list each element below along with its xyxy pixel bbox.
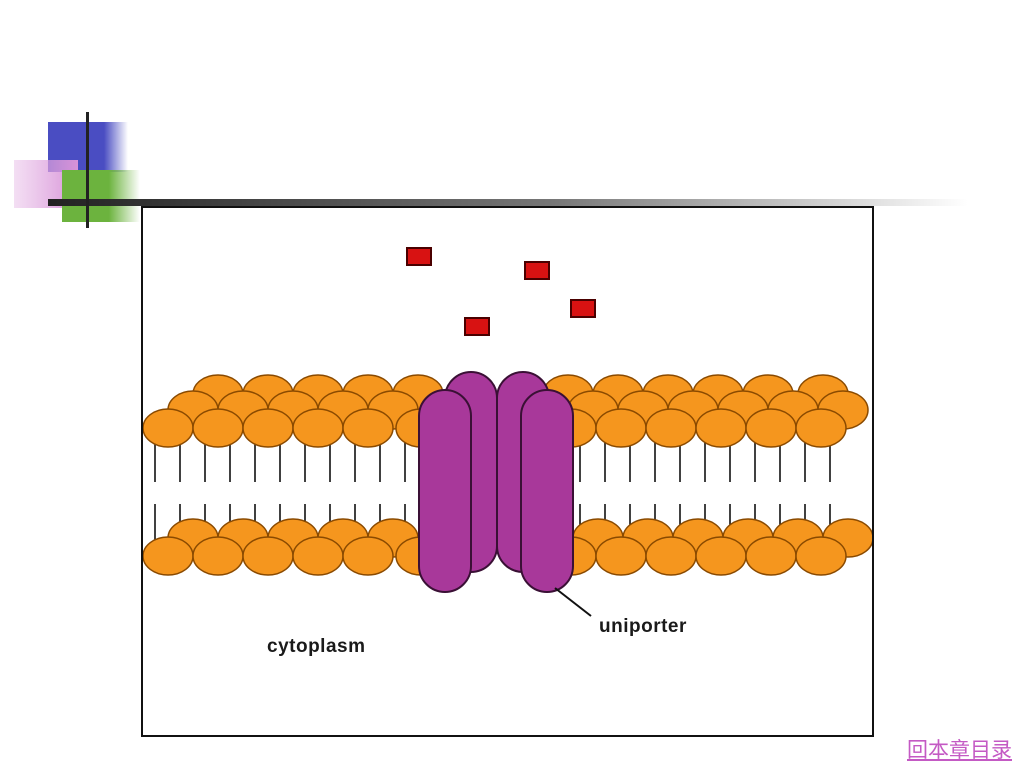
solute-particle-icon bbox=[464, 317, 490, 336]
solute-particle-icon bbox=[570, 299, 596, 318]
uniporter-subunit bbox=[418, 389, 472, 593]
lipid-head bbox=[192, 408, 244, 448]
lipid-head bbox=[342, 408, 394, 448]
lipid-head bbox=[242, 536, 294, 576]
lipid-head bbox=[192, 536, 244, 576]
lipid-head bbox=[242, 408, 294, 448]
solute-particle-icon bbox=[406, 247, 432, 266]
cytoplasm-label: cytoplasm bbox=[267, 636, 365, 657]
slide-corner-decoration-icon bbox=[14, 112, 968, 228]
lipid-head bbox=[342, 536, 394, 576]
lipid-head bbox=[143, 536, 194, 576]
back-to-chapter-contents-link[interactable]: 回本章目录 bbox=[907, 738, 1012, 762]
lipid-head bbox=[595, 408, 647, 448]
uniporter-pointer-line bbox=[554, 587, 592, 617]
solute-particles bbox=[406, 247, 596, 336]
lipid-head bbox=[645, 408, 697, 448]
lipid-head bbox=[695, 408, 747, 448]
lipid-heads bbox=[143, 374, 872, 576]
lipid-head bbox=[292, 536, 344, 576]
uniporter-diagram: uniporter cytoplasm bbox=[143, 247, 872, 657]
lipid-head bbox=[595, 536, 647, 576]
uniporter-channel-icon bbox=[418, 371, 574, 593]
lipid-head bbox=[292, 408, 344, 448]
uniporter-label: uniporter bbox=[599, 616, 687, 637]
solute-particle-icon bbox=[524, 261, 550, 280]
lipid-head bbox=[795, 408, 847, 448]
uniporter-subunit bbox=[520, 389, 574, 593]
lipid-head bbox=[143, 408, 194, 448]
lipid-head bbox=[795, 536, 847, 576]
lipid-head bbox=[695, 536, 747, 576]
lipid-head bbox=[745, 408, 797, 448]
lipid-head bbox=[645, 536, 697, 576]
membrane-diagram-figure: uniporter cytoplasm bbox=[141, 206, 874, 737]
lipid-head bbox=[745, 536, 797, 576]
